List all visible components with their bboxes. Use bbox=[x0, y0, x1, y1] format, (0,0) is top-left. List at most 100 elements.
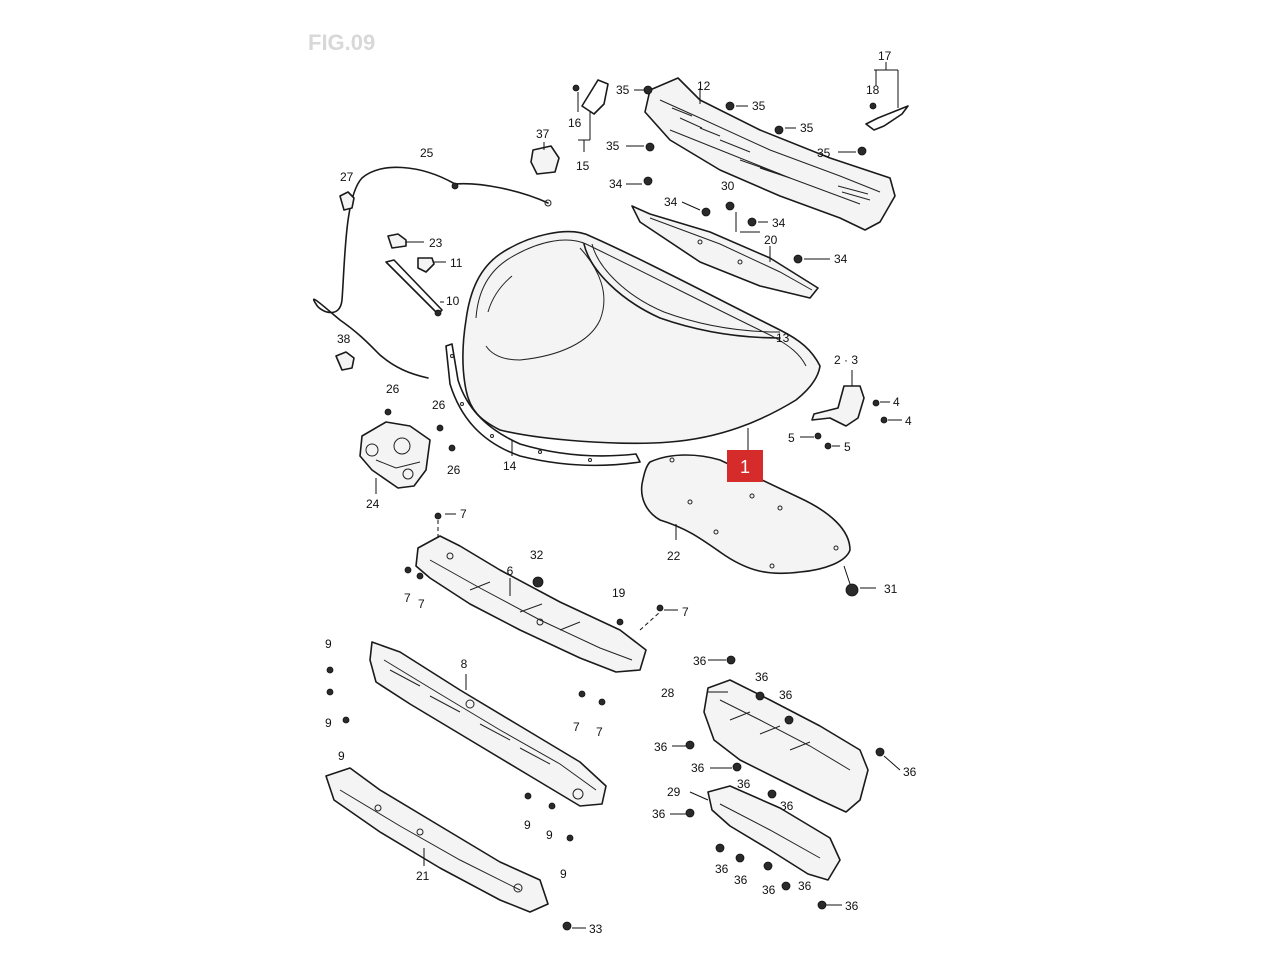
part-31-clip bbox=[843, 565, 876, 597]
callout-26: 26 bbox=[447, 463, 461, 477]
highlight-badge: 1 bbox=[727, 450, 763, 482]
callout-9: 9 bbox=[524, 818, 531, 832]
callout-9: 9 bbox=[325, 637, 332, 651]
callout-36: 36 bbox=[755, 670, 769, 684]
callout-36: 36 bbox=[798, 879, 812, 893]
callout-7: 7 bbox=[460, 507, 467, 521]
callout-36: 36 bbox=[715, 862, 729, 876]
callout-25: 25 bbox=[420, 146, 434, 160]
callout-36: 36 bbox=[734, 873, 748, 887]
callout-36: 36 bbox=[780, 799, 794, 813]
part-20-seal-strip bbox=[631, 205, 819, 299]
callout-5: 5 bbox=[844, 440, 851, 454]
callout-15: 15 bbox=[576, 159, 590, 173]
part-13-weatherstrip bbox=[583, 243, 781, 339]
callout-5: 5 bbox=[788, 431, 795, 445]
callout-16: 16 bbox=[568, 116, 582, 130]
callout-9: 9 bbox=[546, 828, 553, 842]
callout-24: 24 bbox=[366, 497, 380, 511]
callout-36: 36 bbox=[693, 654, 707, 668]
callout-9: 9 bbox=[560, 867, 567, 881]
callout-34: 34 bbox=[772, 216, 786, 230]
part-37-clip bbox=[530, 142, 560, 175]
part-22-hood-insulator bbox=[640, 454, 851, 575]
part-19-bolt bbox=[616, 618, 624, 626]
part-17-bracket bbox=[865, 62, 909, 131]
callout-31: 31 bbox=[884, 582, 898, 596]
part-29-lower-air-guide bbox=[685, 762, 841, 910]
callout-35: 35 bbox=[616, 83, 630, 97]
callout-26: 26 bbox=[386, 382, 400, 396]
callout-14: 14 bbox=[503, 459, 517, 473]
callout-35: 35 bbox=[752, 99, 766, 113]
part-24-hood-latch bbox=[359, 408, 456, 494]
callout-35: 35 bbox=[800, 121, 814, 135]
callout-23: 23 bbox=[429, 236, 443, 250]
callout-36: 36 bbox=[762, 883, 776, 897]
callout-30: 30 bbox=[721, 179, 735, 193]
callout-33: 33 bbox=[589, 922, 603, 936]
part-28-air-guide bbox=[685, 655, 885, 813]
callout-34: 34 bbox=[609, 177, 623, 191]
callout-36: 36 bbox=[903, 765, 917, 779]
leader-lines bbox=[445, 89, 902, 929]
callout-4: 4 bbox=[905, 414, 912, 428]
part-32-clip bbox=[532, 576, 544, 588]
part-16-bracket bbox=[572, 79, 609, 152]
callout-17: 17 bbox=[878, 49, 892, 63]
part-10-hood-stay bbox=[385, 259, 444, 317]
part-25-release-cable bbox=[313, 166, 552, 379]
callout-11: 11 bbox=[450, 256, 463, 270]
callout-4: 4 bbox=[893, 395, 900, 409]
callout-36: 36 bbox=[845, 899, 859, 913]
callout-20: 20 bbox=[764, 233, 778, 247]
cowl-fasteners bbox=[643, 85, 867, 264]
callout-19: 19 bbox=[612, 586, 626, 600]
callout-labels: 2 · 3 4 4 5 5 6 7 7 7 7 7 7 8 9 9 9 9 9 … bbox=[325, 49, 917, 936]
callout-32: 32 bbox=[530, 548, 544, 562]
callout-2-3: 2 · 3 bbox=[834, 353, 858, 367]
callout-22: 22 bbox=[667, 549, 681, 563]
callout-21: 21 bbox=[416, 869, 430, 883]
callout-10: 10 bbox=[446, 294, 460, 308]
part-27-clip bbox=[339, 191, 355, 211]
callout-18: 18 bbox=[866, 83, 880, 97]
part-2-3-hood-hinge bbox=[811, 370, 888, 450]
part-11-clip bbox=[417, 257, 446, 273]
callout-35: 35 bbox=[817, 146, 831, 160]
callout-29: 29 bbox=[667, 785, 681, 799]
callout-9: 9 bbox=[338, 749, 345, 763]
callout-34: 34 bbox=[664, 195, 678, 209]
callout-36: 36 bbox=[691, 761, 705, 775]
callout-12: 12 bbox=[697, 79, 711, 93]
part-23-clip bbox=[387, 233, 424, 249]
callout-36: 36 bbox=[737, 777, 751, 791]
callout-7: 7 bbox=[404, 591, 411, 605]
part-6-upper-support bbox=[404, 512, 664, 706]
callout-38: 38 bbox=[337, 332, 351, 346]
part-14-front-seal bbox=[445, 343, 641, 467]
callout-26: 26 bbox=[432, 398, 446, 412]
callout-36: 36 bbox=[779, 688, 793, 702]
callout-7: 7 bbox=[596, 725, 603, 739]
callout-7: 7 bbox=[682, 605, 689, 619]
callout-7: 7 bbox=[573, 720, 580, 734]
callout-34: 34 bbox=[834, 252, 848, 266]
part-38-clip bbox=[335, 351, 355, 371]
callout-9: 9 bbox=[325, 716, 332, 730]
callout-35: 35 bbox=[606, 139, 620, 153]
callout-6: 6 bbox=[507, 564, 514, 578]
part-8-lower-tie-bar bbox=[326, 641, 607, 842]
part-21-lower-panel bbox=[325, 767, 572, 931]
callout-13: 13 bbox=[776, 331, 790, 345]
callout-37: 37 bbox=[536, 127, 550, 141]
part-12-cowl-panel bbox=[644, 77, 896, 231]
callout-27: 27 bbox=[340, 170, 354, 184]
callout-8: 8 bbox=[461, 657, 468, 671]
callout-36: 36 bbox=[652, 807, 666, 821]
callout-36: 36 bbox=[654, 740, 668, 754]
callout-7: 7 bbox=[418, 597, 425, 611]
callout-28: 28 bbox=[661, 686, 675, 700]
highlight-badge-label: 1 bbox=[740, 457, 750, 477]
